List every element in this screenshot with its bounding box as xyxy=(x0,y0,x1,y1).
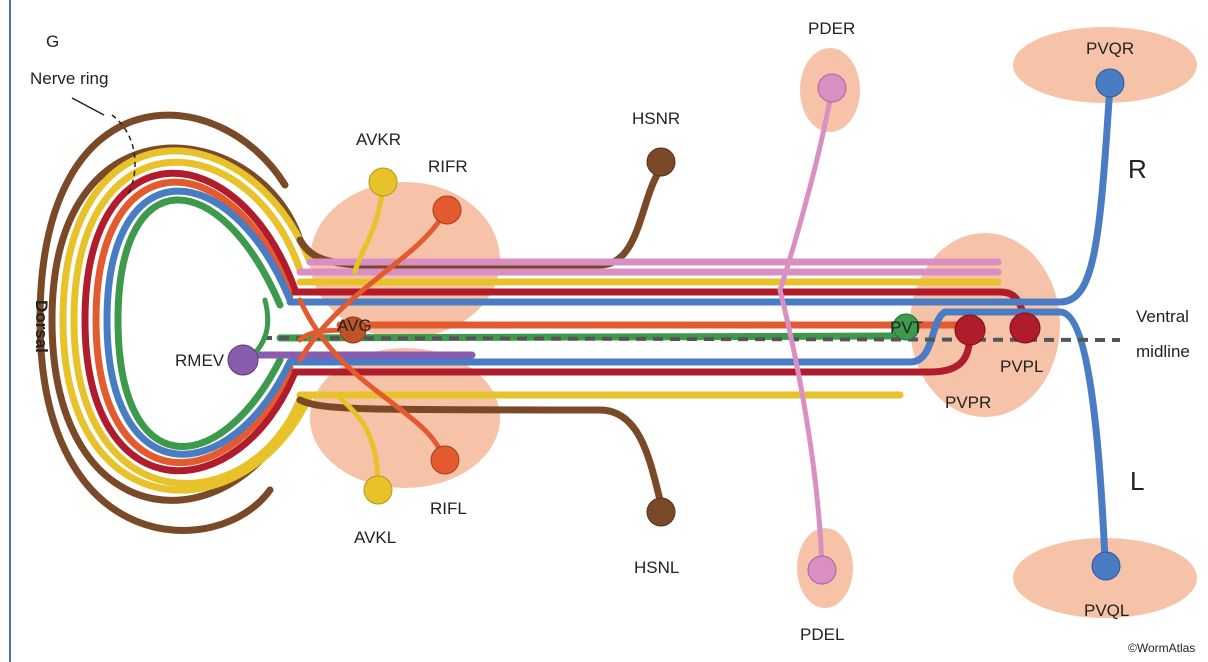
pdel-cell xyxy=(808,556,836,584)
pdel-process xyxy=(780,290,822,568)
pvql-cell xyxy=(1092,552,1120,580)
avkl-cell xyxy=(364,476,392,504)
pvpl-label: PVPL xyxy=(1000,357,1043,376)
nerve-ring-label: Nerve ring xyxy=(30,69,108,88)
hsnl-label: HSNL xyxy=(634,558,679,577)
pvql-label: PVQL xyxy=(1084,601,1129,620)
rifl-cell xyxy=(431,446,459,474)
rifr-cell xyxy=(433,196,461,224)
credit-label: ©WormAtlas xyxy=(1128,641,1195,655)
avkr-label: AVKR xyxy=(356,130,401,149)
pder-label: PDER xyxy=(808,19,855,38)
ventral-label-line2: midline xyxy=(1136,342,1190,361)
avkr-cell xyxy=(369,168,397,196)
hsnl-cell xyxy=(647,498,675,526)
rifr-label: RIFR xyxy=(428,157,468,176)
pvqr-label: PVQR xyxy=(1086,39,1134,58)
rmev-label: RMEV xyxy=(175,351,225,370)
pvpr-label: PVPR xyxy=(945,393,991,412)
hsnr-label: HSNR xyxy=(632,109,680,128)
right-side-label: R xyxy=(1128,154,1147,184)
pvqr-cell xyxy=(1096,69,1124,97)
avkl-label: AVKL xyxy=(354,528,396,547)
nerve-ring-pointer xyxy=(72,98,104,115)
avg-label: AVG xyxy=(337,316,372,335)
pvpr-cell xyxy=(955,315,985,345)
left-side-label: L xyxy=(1130,466,1144,496)
pvt-label: PVT xyxy=(890,318,923,337)
hsnr-cell xyxy=(647,148,675,176)
ventral-label-line1: Ventral xyxy=(1136,307,1189,326)
dorsal-label: Dorsal xyxy=(32,300,51,353)
rifl-label: RIFL xyxy=(430,499,467,518)
rmev-cell xyxy=(228,345,258,375)
panel-label: G xyxy=(46,32,59,51)
pvpl-cell xyxy=(1010,313,1040,343)
pder-cell xyxy=(818,74,846,102)
pdel-label: PDEL xyxy=(800,625,844,644)
